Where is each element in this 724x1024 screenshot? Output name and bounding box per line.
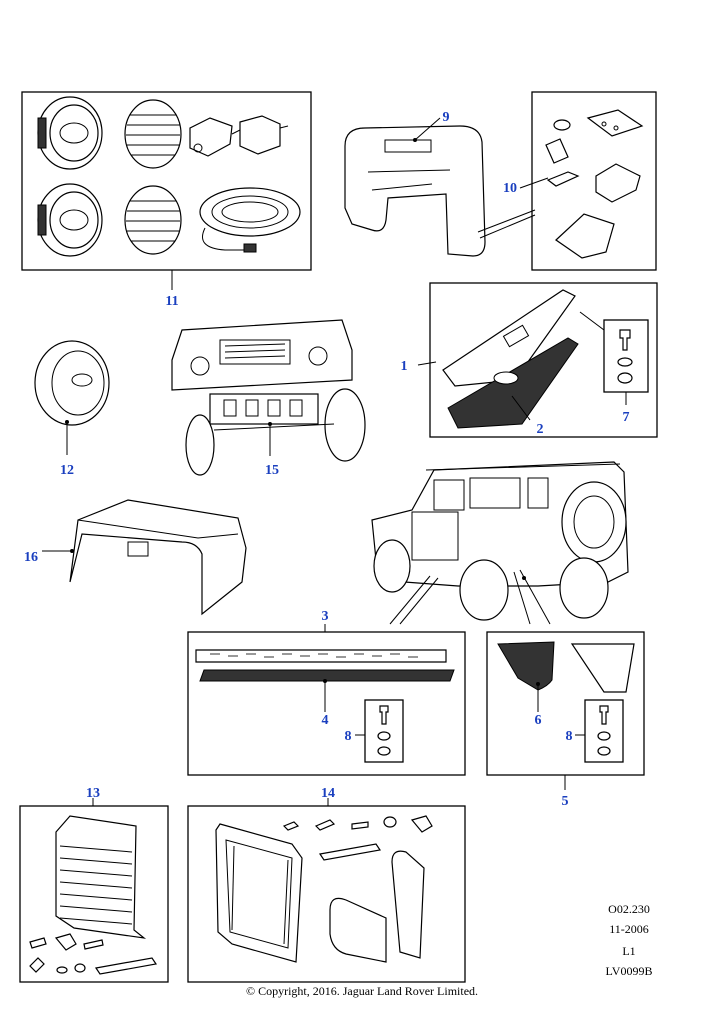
driving-lamp-front bbox=[37, 96, 103, 170]
callout-16: 16 bbox=[24, 550, 38, 565]
callout-9: 9 bbox=[443, 110, 450, 125]
diagram-ref: LV0099B bbox=[605, 964, 653, 978]
diagram-level: L1 bbox=[622, 944, 636, 958]
group-11-lamp-kit bbox=[21, 91, 312, 290]
group-1-bonnet-protector bbox=[417, 282, 658, 438]
callout-6: 6 bbox=[535, 713, 542, 728]
group-3-sill-protectors bbox=[187, 624, 466, 776]
callout-10: 10 bbox=[503, 181, 517, 196]
switch-and-relay bbox=[189, 115, 289, 157]
callout-13: 13 bbox=[86, 786, 100, 801]
wiring-harness bbox=[199, 187, 301, 253]
group-14-rear-lamp-guards bbox=[187, 798, 466, 983]
diagram-code: O02.230 bbox=[608, 902, 650, 916]
callout-5: 5 bbox=[562, 794, 569, 809]
callout-8-left: 8 bbox=[345, 729, 352, 744]
group-9-a-bar bbox=[344, 117, 536, 257]
callout-8-right: 8 bbox=[566, 729, 573, 744]
copyright-notice: © Copyright, 2016. Jaguar Land Rover Lim… bbox=[245, 984, 479, 998]
callout-7: 7 bbox=[623, 410, 630, 425]
callout-4: 4 bbox=[322, 713, 329, 728]
spare-wheel-cover bbox=[34, 340, 110, 455]
driving-lamp-rear bbox=[37, 183, 103, 257]
callout-12: 12 bbox=[60, 463, 74, 478]
callout-1: 1 bbox=[401, 359, 408, 374]
vehicle-front-view bbox=[171, 319, 366, 476]
lamp-guard-top bbox=[124, 99, 182, 169]
callout-14: 14 bbox=[321, 786, 335, 801]
roof-canvas bbox=[42, 499, 247, 616]
diagram-date: 11-2006 bbox=[609, 922, 649, 936]
group-13-lamp-guard bbox=[19, 798, 169, 983]
callout-15: 15 bbox=[265, 463, 279, 478]
group-10-a-bar-fixings bbox=[519, 91, 657, 271]
group-5-rear-protectors bbox=[486, 631, 645, 790]
callout-3: 3 bbox=[322, 609, 329, 624]
lamp-guard-bottom bbox=[124, 185, 182, 255]
callout-11: 11 bbox=[165, 294, 178, 309]
callout-2: 2 bbox=[537, 422, 544, 437]
vehicle-side-view bbox=[371, 461, 629, 625]
